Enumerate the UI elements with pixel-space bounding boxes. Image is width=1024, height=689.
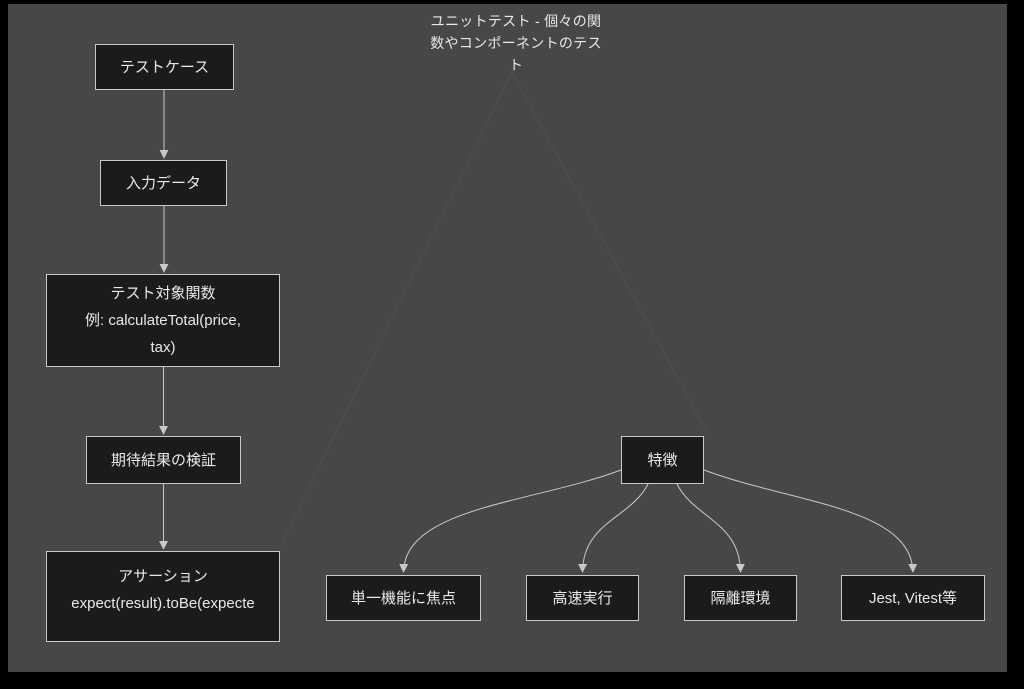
node-isolated-environment-label: 隔離環境 [710,589,771,607]
node-input-data-label: 入力データ [125,174,201,192]
diagram-canvas: ユニットテスト - 個々の関 数やコンポーネントのテス ト [8,4,1007,672]
node-test-case-label: テストケース [119,58,210,76]
node-fast-execution: 高速実行 [526,575,639,621]
node-single-function-focus-label: 単一機能に焦点 [350,589,456,607]
node-assertion-line-1: アサーション [118,567,208,585]
node-test-case: テストケース [95,44,234,90]
node-jest-vitest-label: Jest, Vitest等 [868,589,958,607]
node-features: 特徴 [621,436,704,484]
node-single-function-focus: 単一機能に焦点 [326,575,481,621]
node-assertion-line-2: expect(result).toBe(expecte [71,594,255,612]
edge-features-fast [578,483,649,573]
faint-edge-title-features [511,71,709,435]
edge-features-jest [703,469,918,573]
title-line-3: ト [508,57,524,73]
edge-features-isolated [676,483,745,573]
node-target-function-line-2: 例: calculateTotal(price, [85,312,241,329]
node-fast-execution-label: 高速実行 [552,589,613,607]
title-line-2: 数やコンポーネントのテス [430,35,602,51]
node-isolated-environment: 隔離環境 [684,575,797,621]
node-input-data: 入力データ [100,160,227,206]
node-verify-label: 期待結果の検証 [110,451,216,469]
node-target-function: テスト対象関数 例: calculateTotal(price, tax) [46,274,280,367]
edge-features-focus [399,469,622,573]
node-assertion: アサーション expect(result).toBe(expecte [46,551,280,642]
node-verify-expected-result: 期待結果の検証 [86,436,241,484]
node-jest-vitest: Jest, Vitest等 [841,575,985,621]
node-target-function-line-1: テスト対象関数 [110,285,216,302]
title-line-1: ユニットテスト - 個々の関 [430,13,602,29]
node-target-function-line-3: tax) [150,339,176,356]
node-features-label: 特徴 [647,451,678,469]
faint-edge-title-left [279,71,513,548]
diagram-title: ユニットテスト - 個々の関 数やコンポーネントのテス ト [376,10,656,76]
